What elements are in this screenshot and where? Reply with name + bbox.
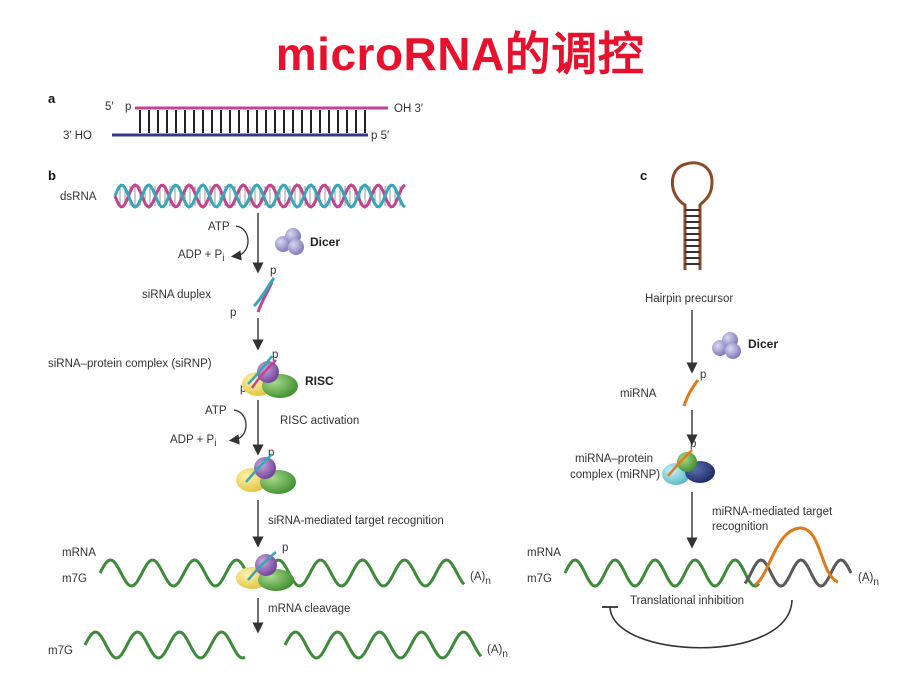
panel-a: a 5′ p OH 3′ 3′ HO p 5′ (48, 91, 423, 142)
m7g-label-c: m7G (527, 573, 552, 585)
dicer-enzyme-c (712, 332, 741, 359)
panel-b-label: b (48, 168, 56, 183)
mrna-strand-c (563, 558, 761, 588)
mirnp-label-line2: complex (miRNP) (570, 469, 660, 481)
active-risc-complex (236, 453, 296, 494)
panel-a-label: a (48, 91, 56, 106)
mirna-label: miRNA (620, 388, 657, 400)
base-pairs (139, 110, 366, 133)
mirnp-label-line1: miRNA–protein (575, 453, 653, 465)
risc-on-mrna (236, 551, 294, 591)
dicer-label: Dicer (310, 235, 340, 249)
panel-c: c Hairpin precursor Dicer p miRNA p miRN… (527, 161, 879, 649)
sirnp-complex (242, 355, 298, 398)
bottom-5prime-label: p 5′ (371, 130, 389, 142)
dsrna-label: dsRNA (60, 191, 97, 203)
top-3prime-label: OH 3′ (394, 103, 423, 115)
dicer-label-c: Dicer (748, 337, 778, 351)
risc-label: RISC (305, 374, 334, 388)
polya-label-c: (A)n (858, 572, 879, 588)
mirna-target-label-line2: recognition (712, 521, 768, 533)
bottom-3prime-label: 3′ HO (63, 130, 92, 142)
sirna-p-top: p (270, 265, 276, 277)
dsrna-helix (113, 183, 406, 209)
dicer-enzyme (275, 228, 304, 255)
m7g-label-b1: m7G (62, 573, 87, 585)
sirna-p-bottom: p (230, 307, 236, 319)
m7g-label-b2: m7G (48, 645, 73, 657)
sirnp-label: siRNA–protein complex (siRNP) (48, 358, 212, 370)
atp-hydrolysis-arrow-1 (230, 225, 249, 261)
dsrna-strand-antisense (113, 183, 406, 209)
mrna-label-b: mRNA (62, 547, 96, 559)
translational-inhibition-label: Translational inhibition (630, 595, 744, 607)
polya-label-b1: (A)n (470, 571, 491, 587)
sirnp-p-left: p (240, 383, 246, 395)
hairpin-label: Hairpin precursor (645, 293, 733, 305)
risc-activation-label: RISC activation (280, 415, 359, 427)
mrna-strand-b (98, 558, 466, 588)
sirna-antisense (252, 277, 276, 308)
adp-label-1: ADP + Pi (178, 249, 224, 264)
panel-c-label: c (640, 168, 647, 183)
active-risc-p: p (268, 447, 274, 459)
panel-b: b dsRNA ATP ADP + Pi Dicer p siRNA duple… (48, 168, 508, 660)
mrna-cleavage-label: mRNA cleavage (268, 603, 350, 615)
dsrna-strand-sense (113, 183, 406, 209)
mirna-target-label-line1: miRNA-mediated target (712, 506, 833, 518)
sirnp-p-top: p (272, 349, 278, 361)
mirnp-p: p (690, 438, 696, 450)
hairpin-precursor (670, 161, 714, 270)
page-title: microRNA的调控 (275, 28, 645, 80)
mirna-p: p (700, 369, 706, 381)
inhibition-loop (609, 599, 793, 649)
target-recognition-label: siRNA-mediated target recognition (268, 515, 444, 527)
bound-mirna-strand (754, 526, 839, 587)
mrna-strand-c-3prime (743, 558, 853, 588)
top-phosphate-label: p (125, 101, 131, 113)
atp-hydrolysis-arrow-2 (228, 409, 247, 445)
mrna-fragment-5prime (83, 630, 246, 660)
target-p: p (282, 542, 288, 554)
sirna-duplex-label: siRNA duplex (142, 289, 211, 301)
mirnp-complex (662, 449, 715, 485)
atp-label-1: ATP (208, 221, 230, 233)
atp-label-2: ATP (205, 405, 227, 417)
mirna-strand (682, 379, 700, 407)
top-5prime-label: 5′ (105, 101, 114, 113)
mrna-label-c: mRNA (527, 547, 561, 559)
polya-label-b2: (A)n (487, 644, 508, 660)
adp-label-2: ADP + Pi (170, 434, 216, 449)
mrna-fragment-3prime (283, 630, 483, 660)
